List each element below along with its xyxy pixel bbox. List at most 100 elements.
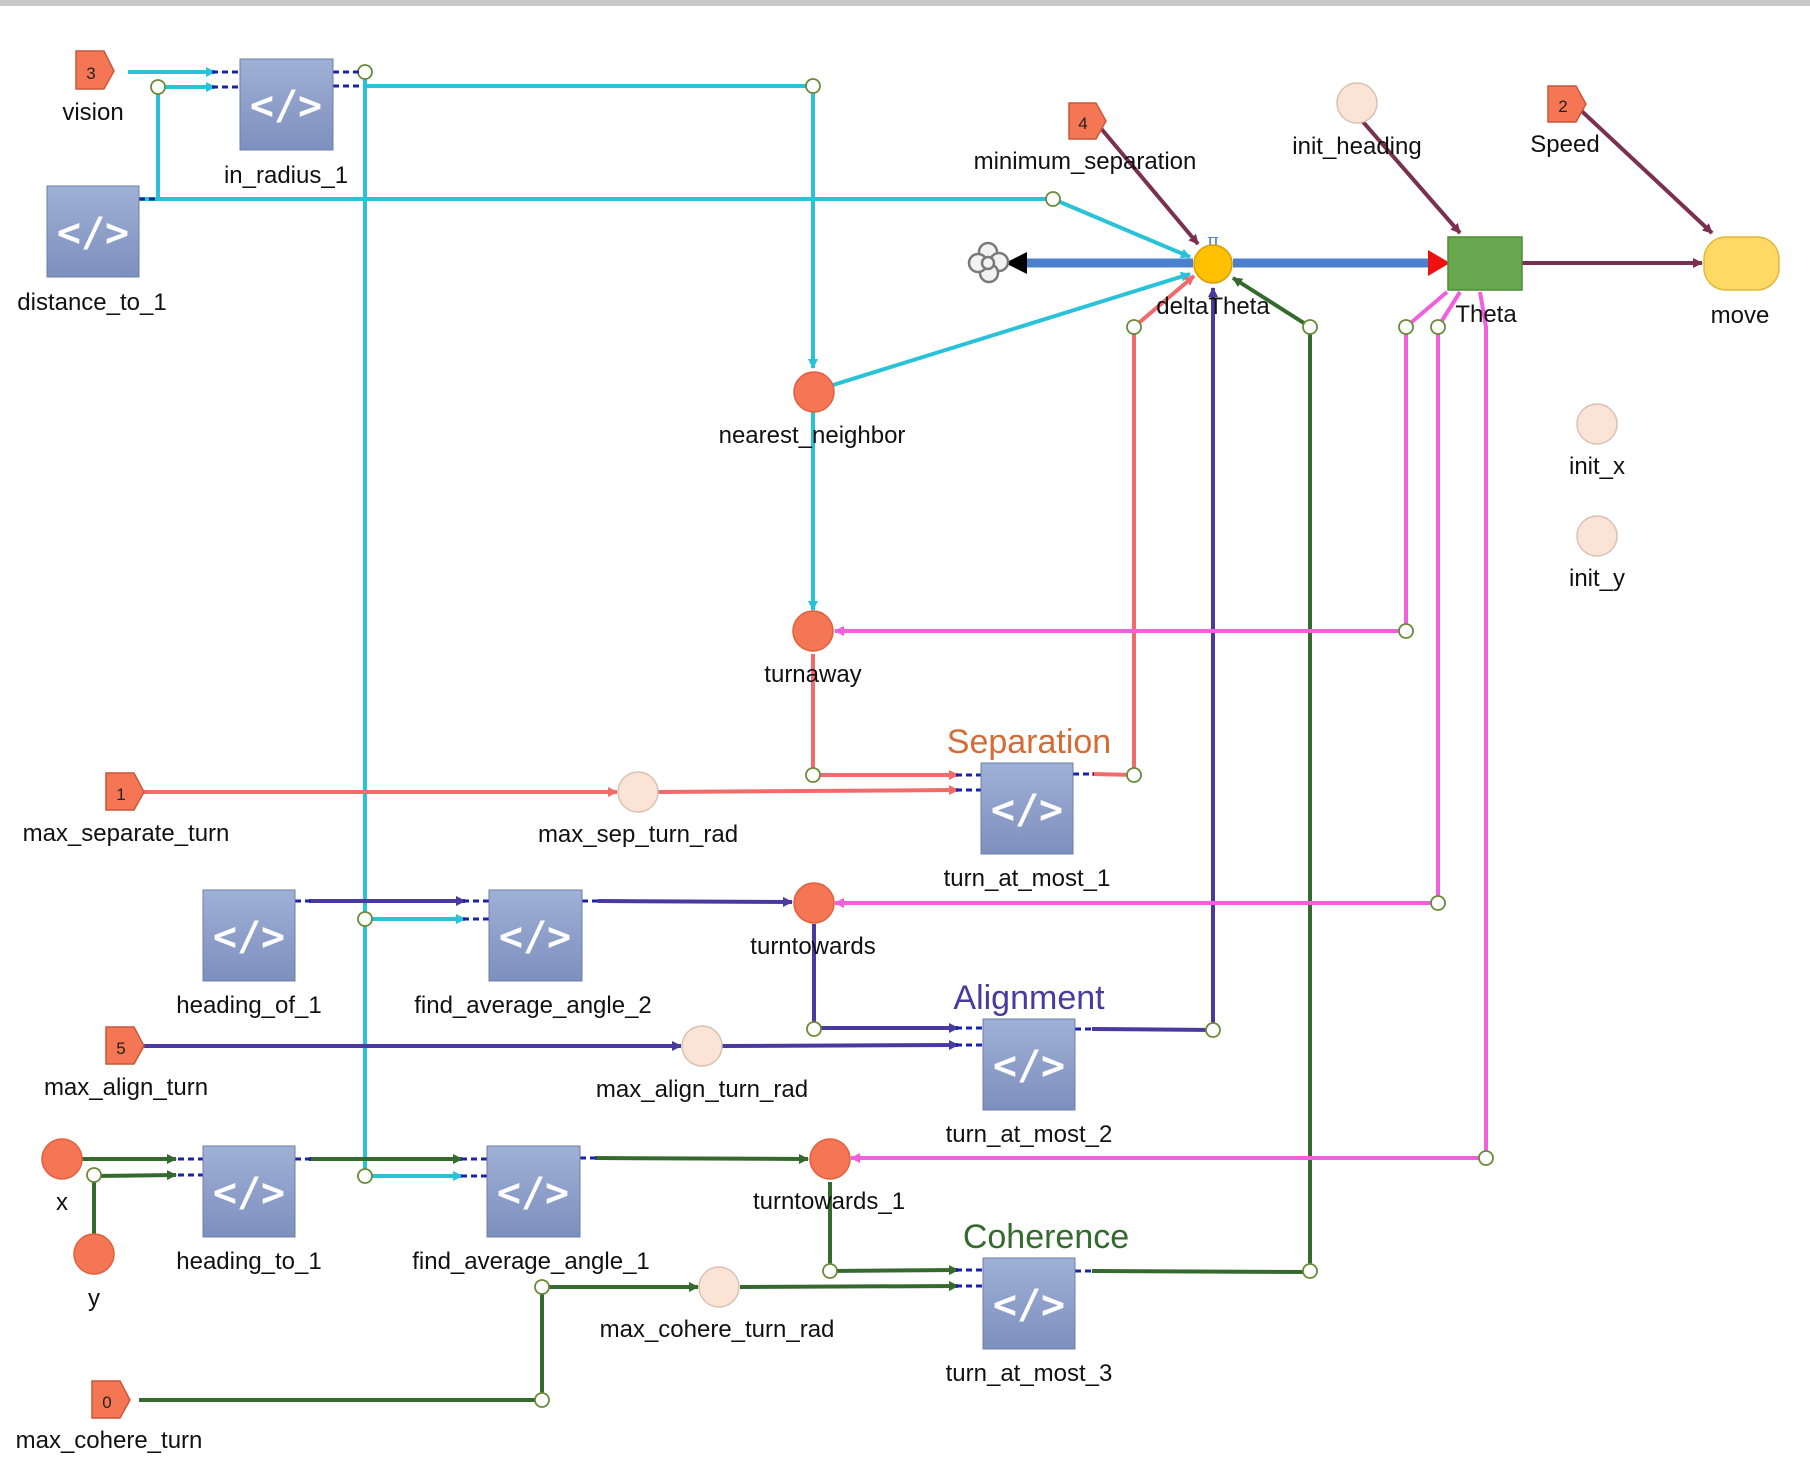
link-theta-turntowards[interactable] — [834, 290, 1462, 908]
cloud-icon — [967, 241, 1010, 284]
function-turn-at-most-3[interactable]: </> turn_at_most_3 — [946, 1257, 1113, 1387]
connection-dot[interactable] — [357, 1168, 373, 1184]
param-label: max_cohere_turn — [16, 1427, 203, 1454]
variable-turntowards[interactable]: turntowards — [750, 882, 876, 960]
function-turn-at-most-1[interactable]: </> turn_at_most_1 — [944, 762, 1111, 892]
function-in-radius-1[interactable]: </> in_radius_1 — [212, 58, 360, 189]
converter-circle — [1193, 244, 1233, 284]
variable-init-x[interactable]: init_x — [1569, 403, 1625, 480]
flow-pipe — [1005, 250, 1450, 276]
variable-label: init_y — [1569, 565, 1625, 592]
connection-dot[interactable] — [1398, 623, 1414, 639]
link-rad-turn2[interactable] — [721, 1040, 959, 1051]
connection-dot[interactable] — [1430, 895, 1446, 911]
param-minimum-separation[interactable]: 4 minimum_separation — [974, 102, 1197, 175]
connection-dot[interactable] — [357, 64, 373, 80]
variable-label: init_x — [1569, 453, 1625, 480]
link-faa2-turntowards[interactable] — [597, 896, 793, 907]
param-value: 3 — [86, 64, 95, 83]
variable-max-align-turn-rad[interactable]: max_align_turn_rad — [596, 1025, 808, 1103]
cloud-source[interactable] — [967, 241, 1010, 284]
link-turn3-deltatheta[interactable] — [1091, 276, 1312, 1275]
link-speed-move[interactable] — [1570, 100, 1714, 235]
connection-dot[interactable] — [357, 911, 373, 927]
variable-y[interactable]: y — [73, 1233, 115, 1312]
connection-dot[interactable] — [86, 1167, 102, 1183]
variable-nearest-neighbor[interactable]: nearest_neighbor — [719, 371, 906, 449]
link-faa1-turntowards1[interactable] — [594, 1153, 809, 1164]
param-label: minimum_separation — [974, 148, 1197, 175]
flow-label: deltaTheta — [1156, 293, 1270, 320]
connection-dot[interactable] — [150, 79, 166, 95]
param-max-align-turn[interactable]: 5 max_align_turn — [44, 1026, 208, 1101]
param-label: max_align_turn — [44, 1074, 208, 1101]
variable-circle — [1336, 82, 1378, 124]
code-glyph: </> — [213, 914, 285, 960]
connection-dot[interactable] — [534, 1392, 550, 1408]
code-glyph: </> — [497, 1170, 569, 1216]
function-distance-to-1[interactable]: </> distance_to_1 — [17, 185, 167, 316]
action-move[interactable]: move — [1703, 236, 1780, 329]
link-in-radius-nearest[interactable] — [365, 84, 818, 369]
flow-deltatheta[interactable]: π deltaTheta — [1156, 230, 1270, 320]
variable-max-sep-turn-rad[interactable]: max_sep_turn_rad — [538, 771, 738, 848]
connection-dot[interactable] — [1045, 191, 1061, 207]
connection-dot[interactable] — [1430, 319, 1446, 335]
param-vision[interactable]: 3 vision — [62, 50, 124, 126]
code-icon — [488, 889, 583, 982]
param-max-cohere-turn[interactable]: 0 max_cohere_turn — [16, 1380, 203, 1454]
param-max-separate-turn[interactable]: 1 max_separate_turn — [23, 772, 230, 847]
param-value: 4 — [1078, 114, 1087, 133]
link-turn2-deltatheta[interactable] — [1091, 287, 1218, 1033]
link-minsep-deltatheta[interactable] — [1081, 105, 1200, 246]
connection-dot[interactable] — [805, 78, 821, 94]
variable-label: nearest_neighbor — [719, 422, 906, 449]
param-tag-shape — [105, 772, 145, 811]
function-label: in_radius_1 — [224, 162, 348, 189]
connection-dot[interactable] — [534, 1279, 550, 1295]
param-tag-shape — [1547, 85, 1587, 123]
function-heading-to-1[interactable]: </> heading_to_1 — [176, 1145, 322, 1275]
link-rad-turn3[interactable] — [739, 1281, 959, 1292]
param-speed[interactable]: 2 Speed — [1530, 85, 1600, 158]
variable-init-y[interactable]: init_y — [1569, 515, 1625, 592]
variable-x[interactable]: x — [41, 1138, 83, 1216]
function-heading-of-1[interactable]: </> heading_of_1 — [176, 889, 322, 1019]
link-initheading-theta[interactable] — [1355, 113, 1462, 235]
connection-dot[interactable] — [805, 767, 821, 783]
function-find-average-angle-2[interactable]: </> find_average_angle_2 — [414, 889, 652, 1019]
link-theta-turntowards1[interactable] — [850, 291, 1488, 1163]
function-find-average-angle-1[interactable]: </> find_average_angle_1 — [412, 1145, 650, 1275]
link-self-heading-to[interactable] — [93, 1170, 177, 1181]
link-theta-turnaway[interactable] — [834, 290, 1449, 636]
connection-dot[interactable] — [1478, 1150, 1494, 1166]
connection-dot[interactable] — [1302, 1263, 1318, 1279]
connection-dot[interactable] — [806, 1021, 822, 1037]
connection-dot[interactable] — [822, 1263, 838, 1279]
variable-max-cohere-turn-rad[interactable]: max_cohere_turn_rad — [600, 1266, 835, 1343]
function-label: turn_at_most_1 — [944, 865, 1111, 892]
link-turn1-deltatheta[interactable] — [1091, 274, 1196, 778]
variable-turnaway[interactable]: turnaway — [764, 610, 862, 688]
function-turn-at-most-2[interactable]: </> turn_at_most_2 — [946, 1018, 1113, 1148]
connection-dot[interactable] — [1302, 319, 1318, 335]
variable-init-heading[interactable]: init_heading — [1292, 82, 1422, 160]
stock-theta[interactable]: Theta — [1447, 236, 1523, 328]
link-nearest-deltatheta[interactable] — [832, 271, 1191, 387]
link-maxcohere-rad[interactable] — [139, 1282, 699, 1402]
connection-dot[interactable] — [1126, 319, 1142, 335]
variable-turntowards-1[interactable]: turntowards_1 — [753, 1138, 905, 1215]
variable-label: max_sep_turn_rad — [538, 821, 738, 848]
code-icon — [202, 889, 296, 982]
link-distance-deltatheta[interactable] — [1052, 197, 1191, 259]
variable-label: y — [88, 1285, 100, 1312]
connection-dot[interactable] — [1398, 319, 1414, 335]
variable-circle — [792, 610, 834, 652]
connection-dot[interactable] — [1126, 767, 1142, 783]
variable-circle — [617, 771, 659, 813]
connection-dot[interactable] — [1205, 1022, 1221, 1038]
variable-label: x — [56, 1189, 68, 1216]
variable-circle — [698, 1266, 740, 1308]
link-rad-turn1[interactable] — [657, 785, 959, 796]
